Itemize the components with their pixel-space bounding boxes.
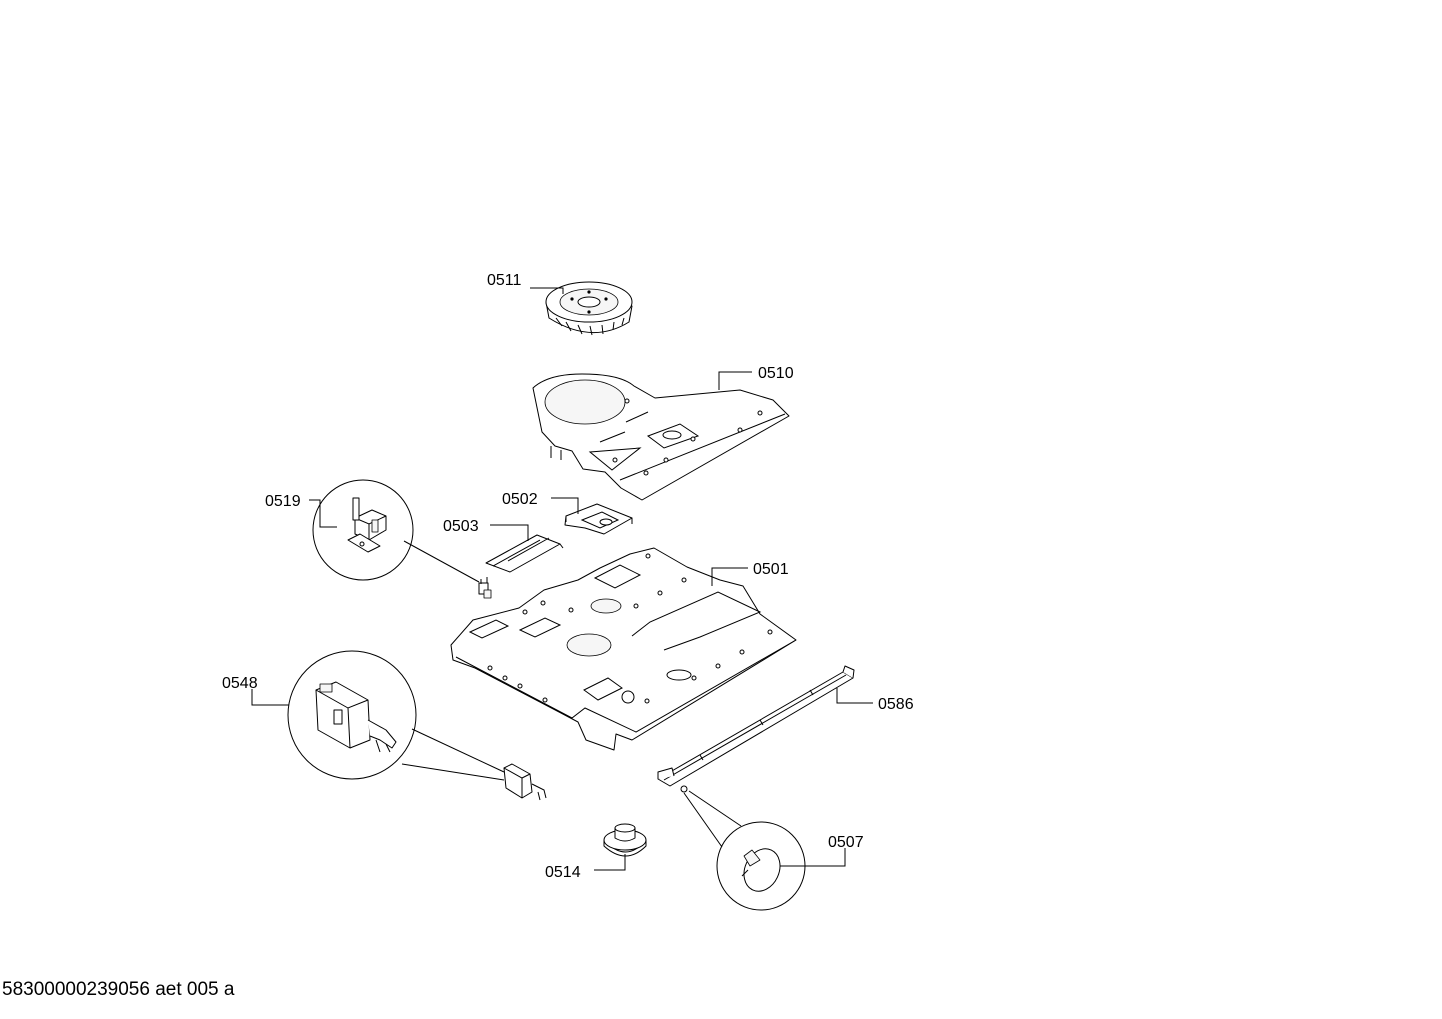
callout-label-0503: 0503	[443, 518, 479, 535]
part-0511-fan-wheel	[545, 281, 633, 336]
callout-0519: 0519	[265, 493, 480, 583]
part-0510-fan-housing-cover	[532, 373, 790, 501]
part-0502-cover-plate	[564, 503, 633, 535]
part-0501-base-plate	[450, 547, 797, 751]
part-0503-bracket-strip	[485, 534, 564, 573]
base-plate-holes	[487, 553, 773, 704]
part-0586-guide-rail	[657, 665, 855, 787]
callout-0507: 0507	[683, 790, 864, 867]
part-0548-door-lock-small	[503, 763, 547, 801]
part-0519-thermal-switch-small	[478, 577, 492, 599]
callout-0548: 0548	[222, 675, 505, 781]
callout-label-0510: 0510	[758, 365, 794, 382]
callout-0503: 0503	[443, 518, 529, 541]
callout-0502: 0502	[502, 491, 579, 514]
callout-0514: 0514	[545, 854, 626, 881]
callout-label-0502: 0502	[502, 491, 538, 508]
part-0514-foot	[603, 823, 647, 857]
callout-label-0501: 0501	[753, 561, 789, 578]
part-0507-cap-small	[680, 785, 688, 793]
callout-0586: 0586	[836, 688, 914, 713]
detail-circle-0519	[312, 479, 414, 581]
document-id: 58300000239056 aet 005 a	[2, 979, 235, 1000]
callout-label-0514: 0514	[545, 864, 581, 881]
callout-label-0511: 0511	[487, 272, 522, 289]
callout-label-0548: 0548	[222, 675, 258, 692]
callout-label-0507: 0507	[828, 834, 864, 851]
callout-label-0586: 0586	[878, 696, 914, 713]
detail-circle-0548	[287, 650, 417, 780]
callout-0511: 0511	[487, 272, 564, 294]
callout-0501: 0501	[711, 561, 789, 586]
callout-label-0519: 0519	[265, 493, 301, 510]
callout-0510: 0510	[718, 365, 794, 390]
